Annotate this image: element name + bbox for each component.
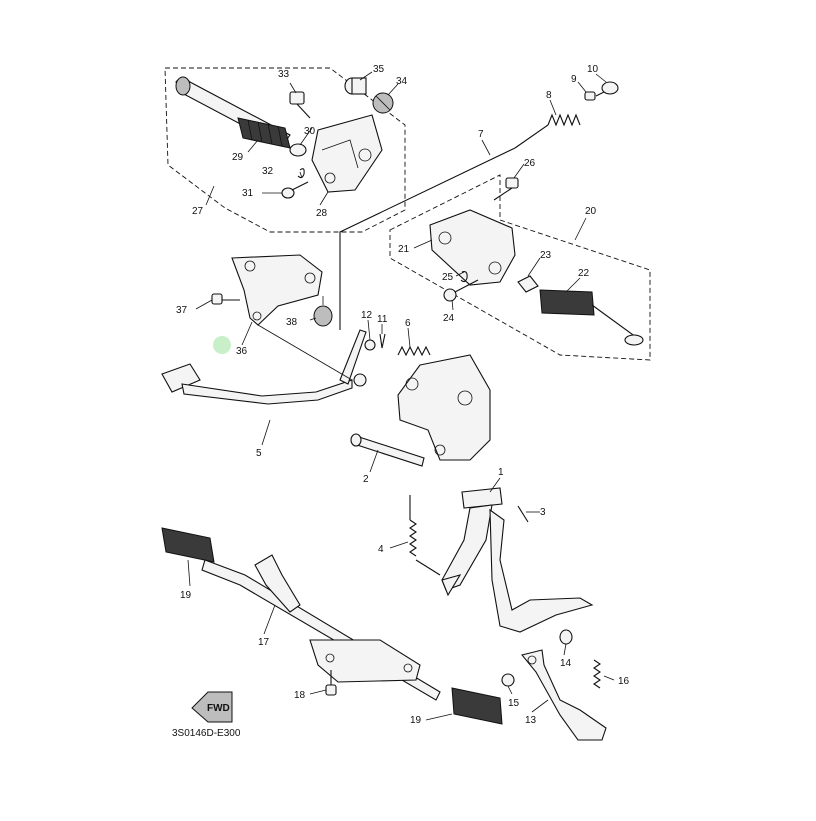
- callout-17: 17: [258, 637, 270, 648]
- pin-11: [379, 333, 386, 349]
- callout-5: 5: [256, 448, 262, 459]
- callout-3: 3: [540, 507, 546, 518]
- pin-31: [281, 181, 309, 199]
- fwd-arrow-icon: FWD: [191, 691, 233, 723]
- callout-18: 18: [294, 690, 306, 701]
- clip-25: [460, 271, 468, 283]
- callout-10: 10: [587, 64, 599, 75]
- collar-35: [344, 77, 367, 95]
- pin-3: [517, 505, 529, 523]
- callout-24: 24: [443, 313, 455, 324]
- clip-32: [297, 168, 305, 179]
- callout-27: 27: [192, 206, 204, 217]
- callout-7: 7: [478, 129, 484, 140]
- footrest-rubber-19: [451, 687, 503, 725]
- callout-1: 1: [498, 467, 504, 478]
- callout-14: 14: [560, 658, 572, 669]
- bolt-14: [559, 629, 573, 645]
- callout-33: 33: [278, 69, 290, 80]
- spring-16: [593, 659, 601, 689]
- callout-31: 31: [242, 188, 254, 199]
- callout-22: 22: [578, 268, 590, 279]
- bolt-37: [211, 293, 240, 305]
- footrest-rubber-22: [539, 289, 644, 346]
- main-stand-1: [441, 487, 594, 633]
- callout-34: 34: [396, 76, 408, 87]
- nut-15: [501, 673, 515, 687]
- side-stand-13: [521, 649, 607, 741]
- callout-2: 2: [363, 474, 369, 485]
- callout-35: 35: [373, 64, 385, 75]
- callout-6: 6: [405, 318, 411, 329]
- callout-numbers: 1 2 3 4 5 6 7 8 9 10 11 12 13 14 15 16 1…: [176, 64, 630, 726]
- damper-38: [313, 296, 333, 327]
- callout-9: 9: [571, 74, 577, 85]
- callout-16: 16: [618, 676, 630, 687]
- callout-4: 4: [378, 544, 384, 555]
- spring-8: [514, 113, 581, 149]
- callout-23: 23: [540, 250, 552, 261]
- callout-36: 36: [236, 346, 248, 357]
- footrest-bracket-21: [429, 209, 516, 286]
- damper-34: [372, 92, 394, 114]
- shaft-2: [350, 433, 425, 467]
- adjuster-10: [595, 81, 619, 97]
- bolt-26: [493, 177, 519, 201]
- callout-20: 20: [585, 206, 597, 217]
- marker-dot: [213, 336, 231, 354]
- spring-4: [409, 495, 441, 576]
- callout-28: 28: [316, 208, 328, 219]
- nut-9: [584, 91, 596, 101]
- callout-26: 26: [524, 158, 536, 169]
- callout-38: 38: [286, 317, 298, 328]
- callout-13: 13: [525, 715, 537, 726]
- callout-12: 12: [361, 310, 373, 321]
- footrest-bar-17: [161, 527, 441, 701]
- callout-30: 30: [304, 126, 316, 137]
- spring-6: [397, 345, 431, 357]
- fwd-label: FWD: [207, 703, 230, 714]
- bolt-33: [289, 91, 311, 119]
- callout-37: 37: [176, 305, 188, 316]
- footrest-bracket-28: [311, 114, 383, 193]
- pin-24: [443, 279, 479, 302]
- washer-23: [517, 275, 539, 293]
- center-bracket: [397, 354, 491, 461]
- callout-8: 8: [546, 90, 552, 101]
- callout-15: 15: [508, 698, 520, 709]
- callout-21: 21: [398, 244, 410, 255]
- callout-11: 11: [377, 314, 388, 325]
- washer-30: [289, 143, 307, 157]
- callout-29: 29: [232, 152, 244, 163]
- callout-32: 32: [262, 166, 274, 177]
- brake-pedal-5: [161, 324, 367, 405]
- washer-12: [364, 339, 376, 351]
- diagram-code: 3S0146D-E300: [172, 728, 241, 739]
- callout-19-upper: 19: [180, 590, 192, 601]
- callout-19-lower: 19: [410, 715, 422, 726]
- brake-rod-7: [339, 147, 516, 330]
- leader-lines: [187, 71, 615, 721]
- callout-25: 25: [442, 272, 454, 283]
- group-20-outline: [389, 174, 651, 361]
- bracket-36: [231, 254, 323, 326]
